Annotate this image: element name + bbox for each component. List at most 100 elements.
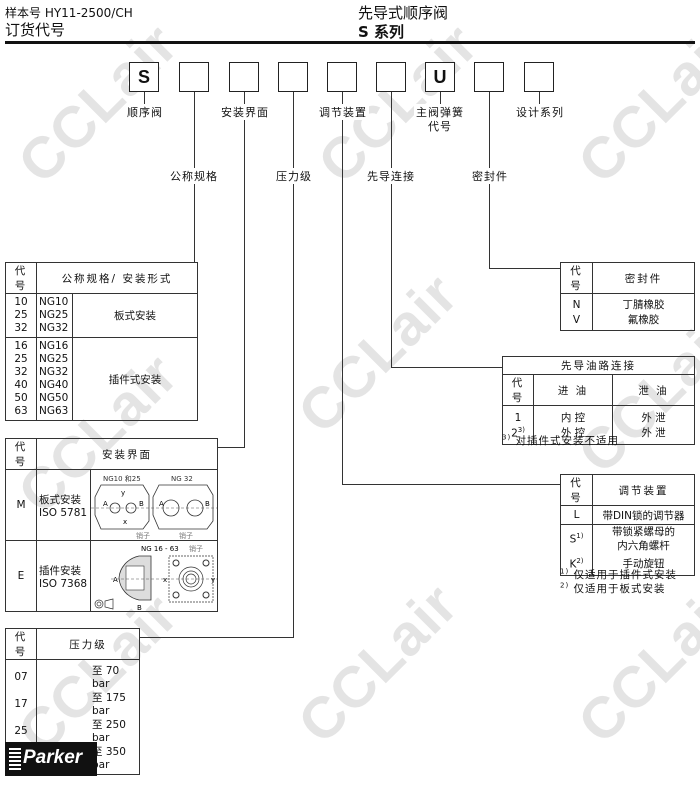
cartridge-drawing: NG 16 - 63 销子 A B x y xyxy=(90,540,218,612)
watermark: CCLair xyxy=(285,261,471,446)
pressure-code: 07 xyxy=(5,659,37,690)
code-box-design xyxy=(524,62,554,92)
label-size: 公称规格 xyxy=(168,168,220,184)
adjust-desc: 带锁紧螺母的 内六角螺杆 xyxy=(592,524,695,553)
label-sequence-valve: 顺序阀 xyxy=(125,104,165,120)
adjust-desc: 带DIN锁的调节器 xyxy=(592,505,695,525)
svg-text:x: x xyxy=(123,518,127,526)
seal-code: V xyxy=(560,312,593,331)
pilot-drain: 外 泄 xyxy=(612,425,695,445)
col-code: 代 号 xyxy=(5,628,37,660)
svg-text:A: A xyxy=(103,500,108,508)
size-ng: NG10 NG25 NG32 xyxy=(36,293,73,338)
pressure-code: 17 xyxy=(5,690,37,717)
parker-logo-text: Parker xyxy=(23,747,83,768)
code-box-type: S xyxy=(129,62,159,92)
svg-text:A: A xyxy=(159,500,164,508)
seal-code: N xyxy=(560,293,593,312)
seal-desc: 氟橡胶 xyxy=(592,312,695,331)
code-box-interface xyxy=(229,62,259,92)
parker-logo: Parker xyxy=(5,742,97,776)
svg-text:B: B xyxy=(137,604,142,611)
label-spring-code: 代号 xyxy=(426,118,454,134)
col-drain: 泄 油 xyxy=(612,374,695,406)
adjust-footnote-1: 1) 仅适用于插件式安装 xyxy=(560,567,678,582)
label-pilot: 先导连接 xyxy=(365,168,417,184)
catalog-number: 样本号 HY11-2500/CH xyxy=(5,6,133,20)
col-seal: 密封件 xyxy=(592,262,695,294)
cartridge-pattern-icon: NG 16 - 63 销子 A B x y xyxy=(94,544,217,611)
col-size: 公称规格/ 安装形式 xyxy=(36,262,198,294)
watermark: CCLair xyxy=(565,571,700,756)
interface-desc: 板式安装 ISO 5781 xyxy=(36,469,91,541)
svg-text:NG 16 - 63: NG 16 - 63 xyxy=(141,545,179,553)
size-ng: NG16 NG25 NG32 NG40 NG50 NG63 xyxy=(36,337,73,421)
subplate-drawing: NG10 和25 NG 32 A B y x A B 销子 销子 xyxy=(90,469,218,541)
series-title: S 系列 xyxy=(358,23,405,41)
pressure-value: 至 250 bar xyxy=(36,717,140,744)
col-pressure: 压力级 xyxy=(36,628,140,660)
pilot-code: 1 xyxy=(502,405,534,425)
code-box-pressure xyxy=(278,62,308,92)
svg-text:NG 32: NG 32 xyxy=(171,475,193,483)
col-code: 代 号 xyxy=(5,438,37,470)
adjust-desc: 手动旋钮 xyxy=(592,553,695,576)
pressure-code: 25 xyxy=(5,717,37,744)
pilot-inlet: 内 控 xyxy=(533,405,613,425)
interface-desc: 插件安装 ISO 7368 xyxy=(36,540,91,612)
svg-text:NG10 和25: NG10 和25 xyxy=(103,474,141,483)
code-box-seal xyxy=(474,62,504,92)
col-code: 代 号 xyxy=(560,262,593,294)
svg-text:y: y xyxy=(121,489,125,497)
header-rule xyxy=(5,41,695,44)
pressure-value: 至 175 bar xyxy=(36,690,140,717)
pilot-inlet: 外 控 xyxy=(533,425,613,445)
interface-code: M xyxy=(5,469,37,541)
svg-text:x: x xyxy=(163,576,167,584)
svg-text:销子: 销子 xyxy=(189,544,203,553)
svg-text:B: B xyxy=(139,500,144,508)
pilot-drain: 外 泄 xyxy=(612,405,695,425)
code-box-spring: U xyxy=(425,62,455,92)
label-pressure: 压力级 xyxy=(274,168,314,184)
svg-text:A: A xyxy=(113,576,118,584)
svg-text:销子: 销子 xyxy=(136,531,150,540)
pilot-footnote: 3) 对插件式安装不适用 xyxy=(502,433,620,448)
label-interface: 安装界面 xyxy=(219,104,271,120)
size-codes: 16 25 32 40 50 63 xyxy=(5,337,37,421)
code-box-pilot xyxy=(376,62,406,92)
adjust-code: S1) xyxy=(560,524,593,553)
code-box-size xyxy=(179,62,209,92)
page-title: 先导式顺序阀 xyxy=(358,4,449,22)
size-codes: 10 25 32 xyxy=(5,293,37,338)
parker-logo-mark-icon xyxy=(9,748,21,770)
adjust-code: L xyxy=(560,505,593,525)
col-adjust: 调节装置 xyxy=(592,474,695,506)
col-code: 代 号 xyxy=(502,374,534,406)
interface-code: E xyxy=(5,540,37,612)
svg-text:y: y xyxy=(211,576,215,584)
mount-type: 板式安装 xyxy=(72,293,198,338)
subplate-pattern-icon: NG10 和25 NG 32 A B y x A B 销子 销子 xyxy=(91,474,217,540)
label-design: 设计系列 xyxy=(514,104,566,120)
col-code: 代 号 xyxy=(560,474,593,506)
col-interface: 安装界面 xyxy=(36,438,218,470)
seal-desc: 丁腈橡胶 xyxy=(592,293,695,312)
watermark: CCLair xyxy=(565,11,700,196)
pilot-title: 先导油路连接 xyxy=(502,356,695,375)
adjust-footnote-2: 2) 仅适用于板式安装 xyxy=(560,581,666,596)
col-inlet: 进 油 xyxy=(533,374,613,406)
code-box-adjust xyxy=(327,62,357,92)
col-code: 代 号 xyxy=(5,262,37,294)
label-spring: 主阀弹簧 xyxy=(414,104,466,120)
mount-type: 插件式安装 xyxy=(72,337,198,421)
label-seal: 密封件 xyxy=(470,168,510,184)
pressure-value: 至 70 bar xyxy=(36,659,140,690)
svg-text:B: B xyxy=(205,500,210,508)
svg-text:销子: 销子 xyxy=(179,531,193,540)
section-title: 订货代号 xyxy=(5,21,66,39)
